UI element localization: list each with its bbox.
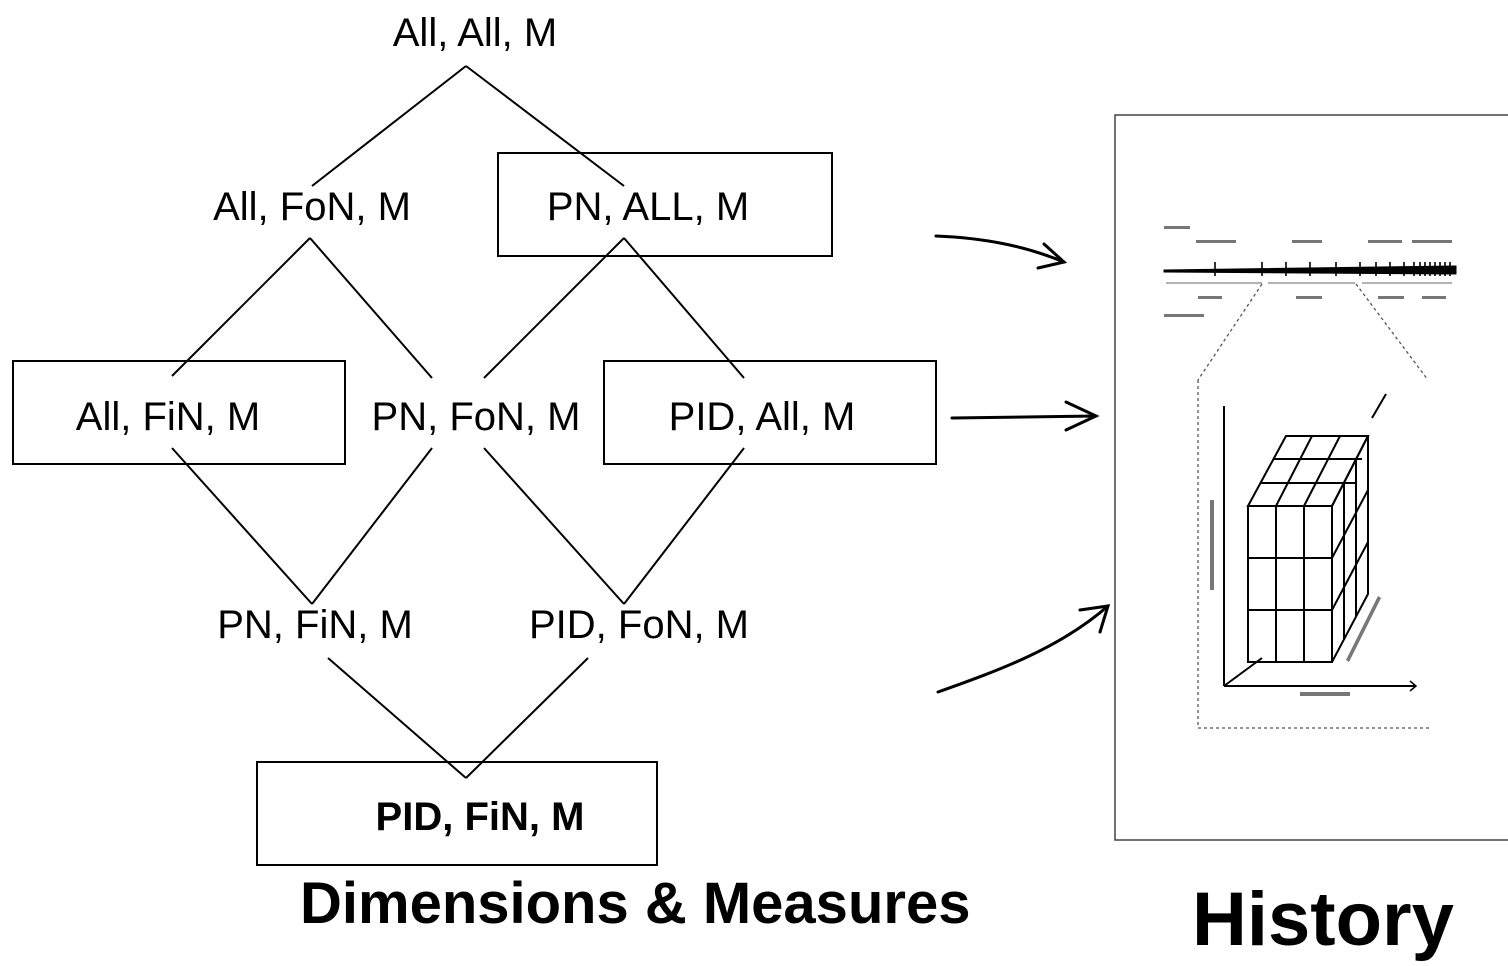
node-box (603, 360, 937, 465)
node-level2-left: All, FiN, M (76, 395, 260, 439)
timeline (1163, 226, 1457, 317)
node-bottom: PID, FiN, M (376, 795, 585, 839)
edge (465, 657, 589, 779)
edge (171, 447, 313, 605)
lattice-edges (171, 65, 745, 779)
node-level3-right: PID, FoN, M (529, 603, 749, 647)
node-level1-right: PN, ALL, M (547, 185, 749, 229)
node-box (497, 152, 833, 257)
arrows (934, 234, 1111, 694)
edge (483, 447, 625, 605)
node-boxes (12, 152, 937, 866)
node-level2-center: PN, FoN, M (372, 395, 581, 439)
arrow-upper (934, 234, 1066, 264)
edge (623, 237, 745, 379)
zoom-guides (1197, 283, 1430, 729)
arrowhead (1036, 242, 1068, 270)
node-level3-left: PN, FiN, M (217, 603, 413, 647)
node-level2-right: PID, All, M (669, 395, 856, 439)
edge (311, 65, 467, 187)
edge (171, 237, 311, 377)
caption-history: History (1192, 877, 1454, 962)
node-box (12, 360, 346, 465)
edge (623, 447, 745, 605)
arrowhead (1064, 400, 1100, 432)
edge (327, 657, 467, 779)
node-box (256, 761, 658, 866)
arrow-lower (936, 604, 1110, 694)
cube-plot (1210, 393, 1418, 696)
node-top: All, All, M (393, 11, 557, 55)
edge (309, 237, 433, 379)
edge (311, 447, 433, 605)
caption-dimensions-measures: Dimensions & Measures (300, 871, 971, 936)
edge (465, 65, 625, 187)
history-figure (1114, 114, 1508, 841)
arrowhead (1078, 604, 1111, 634)
history-frame (1114, 114, 1508, 841)
node-level1-left: All, FoN, M (213, 185, 411, 229)
edge (483, 237, 625, 379)
arrow-middle (950, 414, 1098, 420)
